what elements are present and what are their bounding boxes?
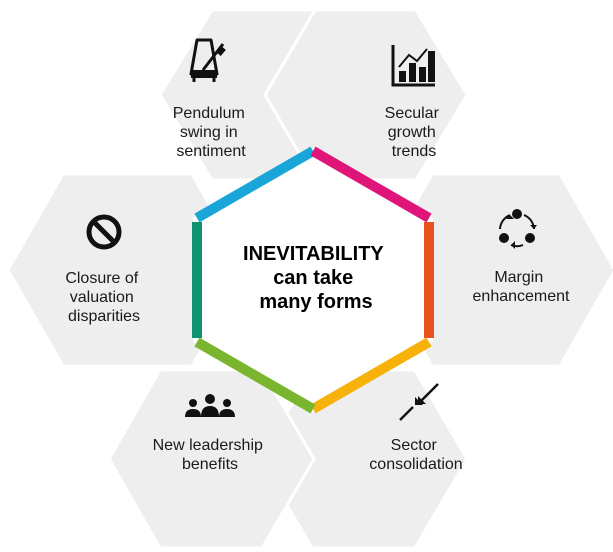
cycle-arrows-icon — [499, 209, 537, 249]
edge-magenta — [310, 146, 432, 223]
label-sector: Sector consolidation — [369, 437, 462, 473]
label-secular: Secular growth trends — [385, 105, 444, 160]
people-group-icon — [185, 394, 235, 417]
center-title: INEVITABILITY can take many forms — [243, 243, 389, 313]
prohibited-icon — [86, 214, 122, 250]
edge-yellow — [310, 337, 432, 414]
center-line-2: can take — [273, 267, 353, 289]
edge-blue — [194, 146, 316, 223]
label-leadership: New leadership benefits — [153, 437, 268, 473]
center-hex — [193, 148, 433, 412]
converging-arrows-icon — [399, 383, 439, 421]
center-line-1: INEVITABILITY — [243, 243, 384, 265]
label-closure: Closure of valuation disparities — [65, 270, 142, 325]
bar-chart-icon — [391, 45, 435, 87]
label-pendulum: Pendulum swing in sentiment — [173, 105, 250, 160]
hex-closure — [6, 172, 248, 368]
metronome-icon — [189, 38, 226, 82]
edge-green — [194, 337, 316, 414]
hex-secular — [263, 8, 469, 182]
center-line-3: many forms — [259, 291, 372, 313]
label-margin: Margin enhancement — [473, 269, 571, 305]
